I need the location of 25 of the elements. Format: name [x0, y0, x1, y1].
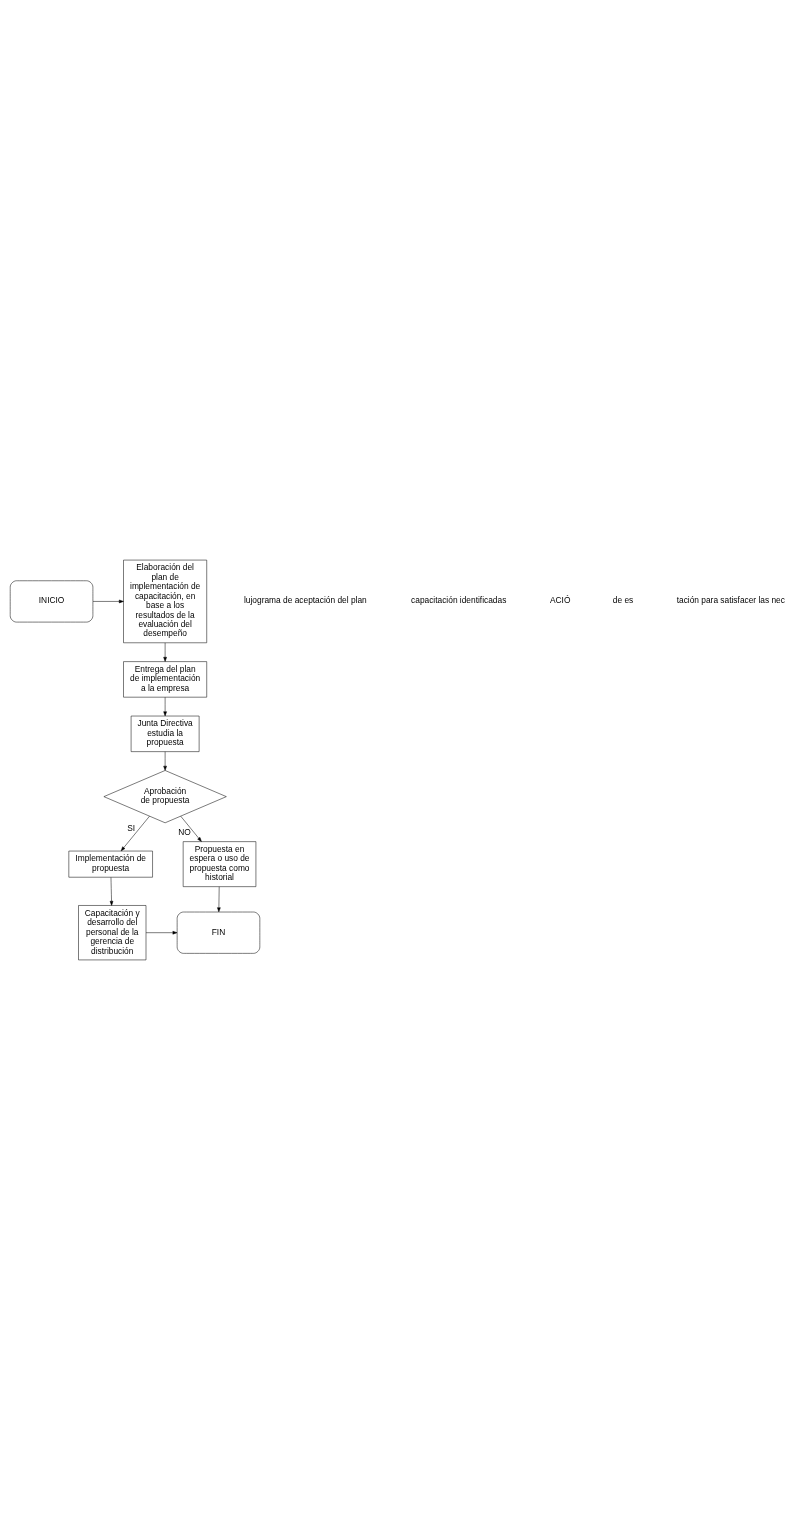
- label: ACIÓ: [550, 595, 571, 606]
- edge-label: NO: [178, 827, 191, 838]
- node-diamond: Aprobación de propuesta: [103, 770, 227, 824]
- node-box: Implementación de propuesta: [68, 850, 153, 878]
- node-box: Elaboración del plan de implementación de capacitación, en base a los resultados de la evaluación del desempeño: [123, 559, 207, 644]
- label: de es: [612, 595, 634, 606]
- arrow: [163, 697, 167, 717]
- label: lujograma de aceptación del plan: [244, 595, 367, 606]
- node-box: FIN: [176, 911, 261, 954]
- node-box: Junta Directiva estudia la propuesta: [130, 715, 200, 752]
- arrow: [145, 930, 178, 935]
- node-box: Capacitación y desarrollo del personal de la gerencia de distribución: [78, 905, 147, 961]
- arrow: [109, 877, 114, 906]
- arrow: [163, 751, 167, 771]
- label: capacitación identificadas: [411, 595, 507, 606]
- arrow: [120, 815, 150, 852]
- arrow: [92, 599, 124, 604]
- arrow: [217, 886, 221, 913]
- node-box: Entrega del plan de implementación a la empresa: [123, 661, 207, 698]
- arrow: [163, 642, 167, 662]
- node-box: INICIO: [9, 580, 94, 623]
- node-box: Propuesta en espera o uso de propuesta como historial: [182, 841, 257, 887]
- arrow: [180, 815, 202, 842]
- label: tación para satisfacer las nec: [676, 595, 785, 606]
- edge-label: SI: [127, 822, 136, 833]
